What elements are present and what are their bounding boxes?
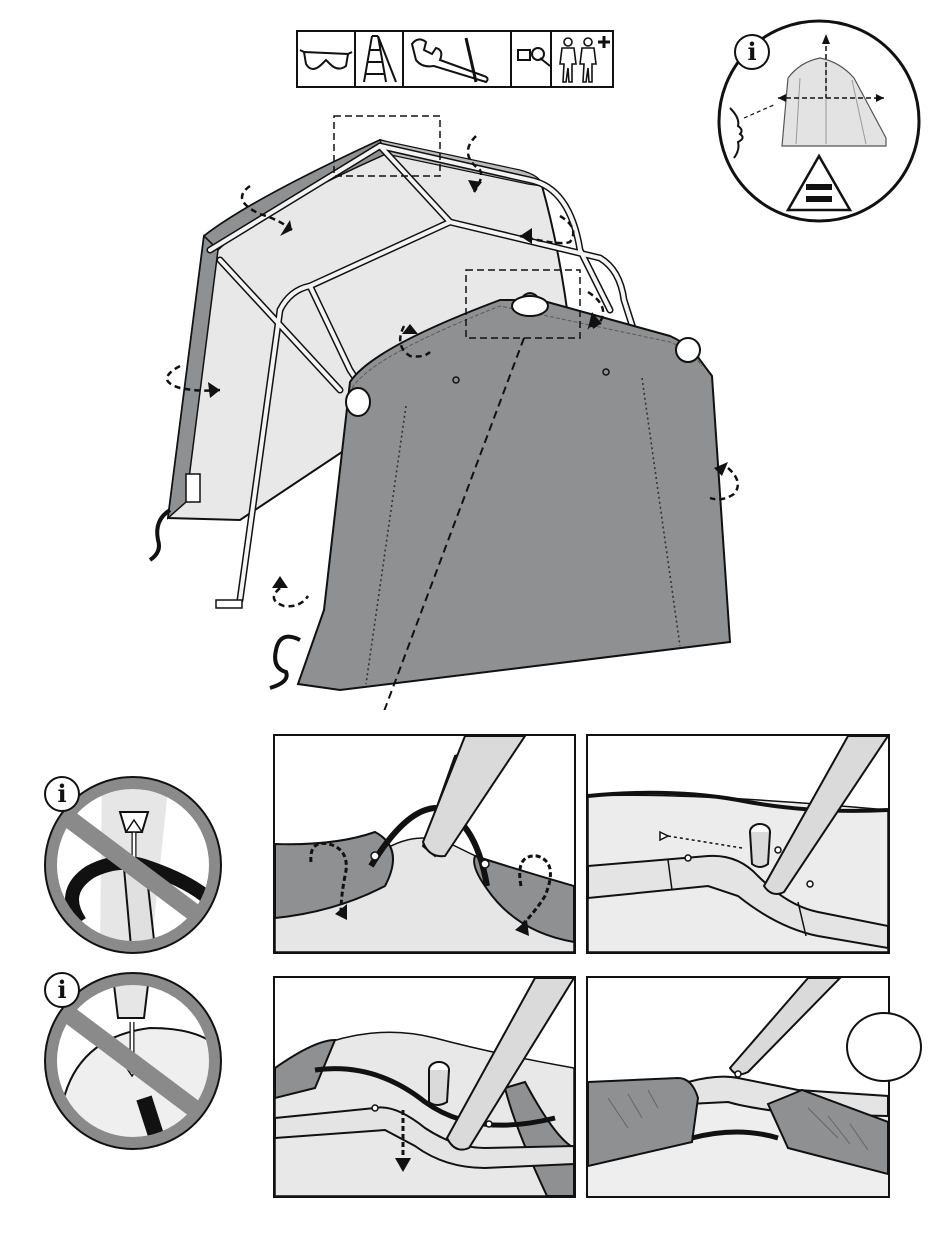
- adjustable-wrench-icon: [404, 32, 512, 88]
- safety-glasses-icon: [298, 32, 356, 88]
- shelter-cover-illustration: [140, 110, 740, 710]
- eye-level-info-circle: i: [716, 18, 922, 224]
- info-icon: i: [44, 972, 80, 1008]
- step-number-circle: [846, 1012, 922, 1082]
- detail-finished-seam: [586, 976, 890, 1198]
- tool-strip: [296, 30, 614, 88]
- prohibition-circle-pinch: i: [40, 772, 226, 958]
- prohibition-circle-force: i: [40, 968, 226, 1154]
- info-icon: i: [734, 34, 770, 70]
- detail-wrap-cover: [273, 734, 576, 954]
- detail-bolt-pipe: [586, 734, 890, 954]
- step-ladder-icon: [356, 32, 404, 88]
- two-persons-plus-icon: [550, 32, 614, 88]
- ratchet-wrench-icon: [512, 32, 552, 88]
- detail-insert-cord: [273, 976, 576, 1198]
- info-icon: i: [44, 776, 80, 812]
